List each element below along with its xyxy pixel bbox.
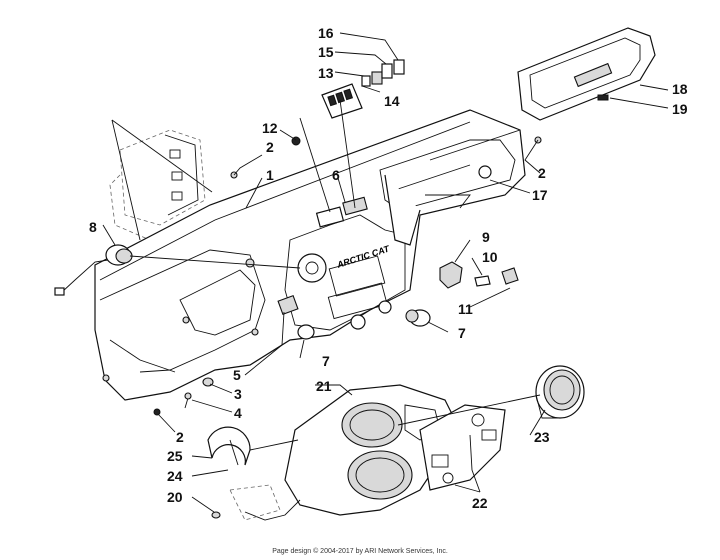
dash-panel bbox=[94, 109, 526, 401]
callout-18: 18 bbox=[672, 81, 688, 97]
plug-parts bbox=[297, 309, 431, 340]
callout-9: 9 bbox=[482, 229, 490, 245]
callout-11: 11 bbox=[458, 301, 473, 317]
callout-7-right: 7 bbox=[458, 325, 466, 341]
callout-21: 21 bbox=[316, 378, 332, 394]
callout-8: 8 bbox=[89, 219, 97, 235]
callout-24: 24 bbox=[167, 468, 183, 484]
callout-14: 14 bbox=[384, 93, 400, 109]
callout-3: 3 bbox=[234, 386, 242, 402]
speedometer bbox=[535, 365, 585, 419]
callout-7-lower: 7 bbox=[322, 353, 330, 369]
accessory-plug-parts bbox=[439, 261, 519, 289]
callout-25: 25 bbox=[167, 448, 183, 464]
gauge-bezel bbox=[517, 27, 656, 121]
callout-6: 6 bbox=[332, 167, 340, 183]
callout-2-right: 2 bbox=[538, 165, 546, 181]
callout-16: 16 bbox=[318, 25, 334, 41]
callout-23: 23 bbox=[534, 429, 550, 445]
callout-1: 1 bbox=[266, 167, 274, 183]
copyright-footer: Page design © 2004-2017 by ARI Network S… bbox=[272, 548, 448, 555]
callout-12: 12 bbox=[262, 120, 278, 136]
switch-cluster bbox=[321, 59, 405, 119]
callout-4: 4 bbox=[234, 405, 242, 421]
ignition-switch bbox=[54, 244, 133, 296]
callout-5: 5 bbox=[233, 367, 241, 383]
gauge-housing bbox=[229, 384, 456, 521]
callout-15: 15 bbox=[318, 44, 334, 60]
callout-19: 19 bbox=[672, 101, 688, 117]
callout-20: 20 bbox=[167, 489, 183, 505]
mounting-bracket bbox=[109, 129, 206, 241]
instrument-decal bbox=[419, 404, 506, 491]
callout-22: 22 bbox=[472, 495, 488, 511]
callout-13: 13 bbox=[318, 65, 334, 81]
leader-lines bbox=[102, 32, 669, 513]
gauge-ring-parts bbox=[207, 426, 251, 519]
callout-10: 10 bbox=[482, 249, 498, 265]
callout-2-top: 2 bbox=[266, 139, 274, 155]
callout-2-bottom: 2 bbox=[176, 429, 184, 445]
callout-labels: 16 15 13 14 18 19 12 2 1 6 2 17 8 9 10 1… bbox=[89, 25, 688, 511]
callout-17: 17 bbox=[532, 187, 548, 203]
